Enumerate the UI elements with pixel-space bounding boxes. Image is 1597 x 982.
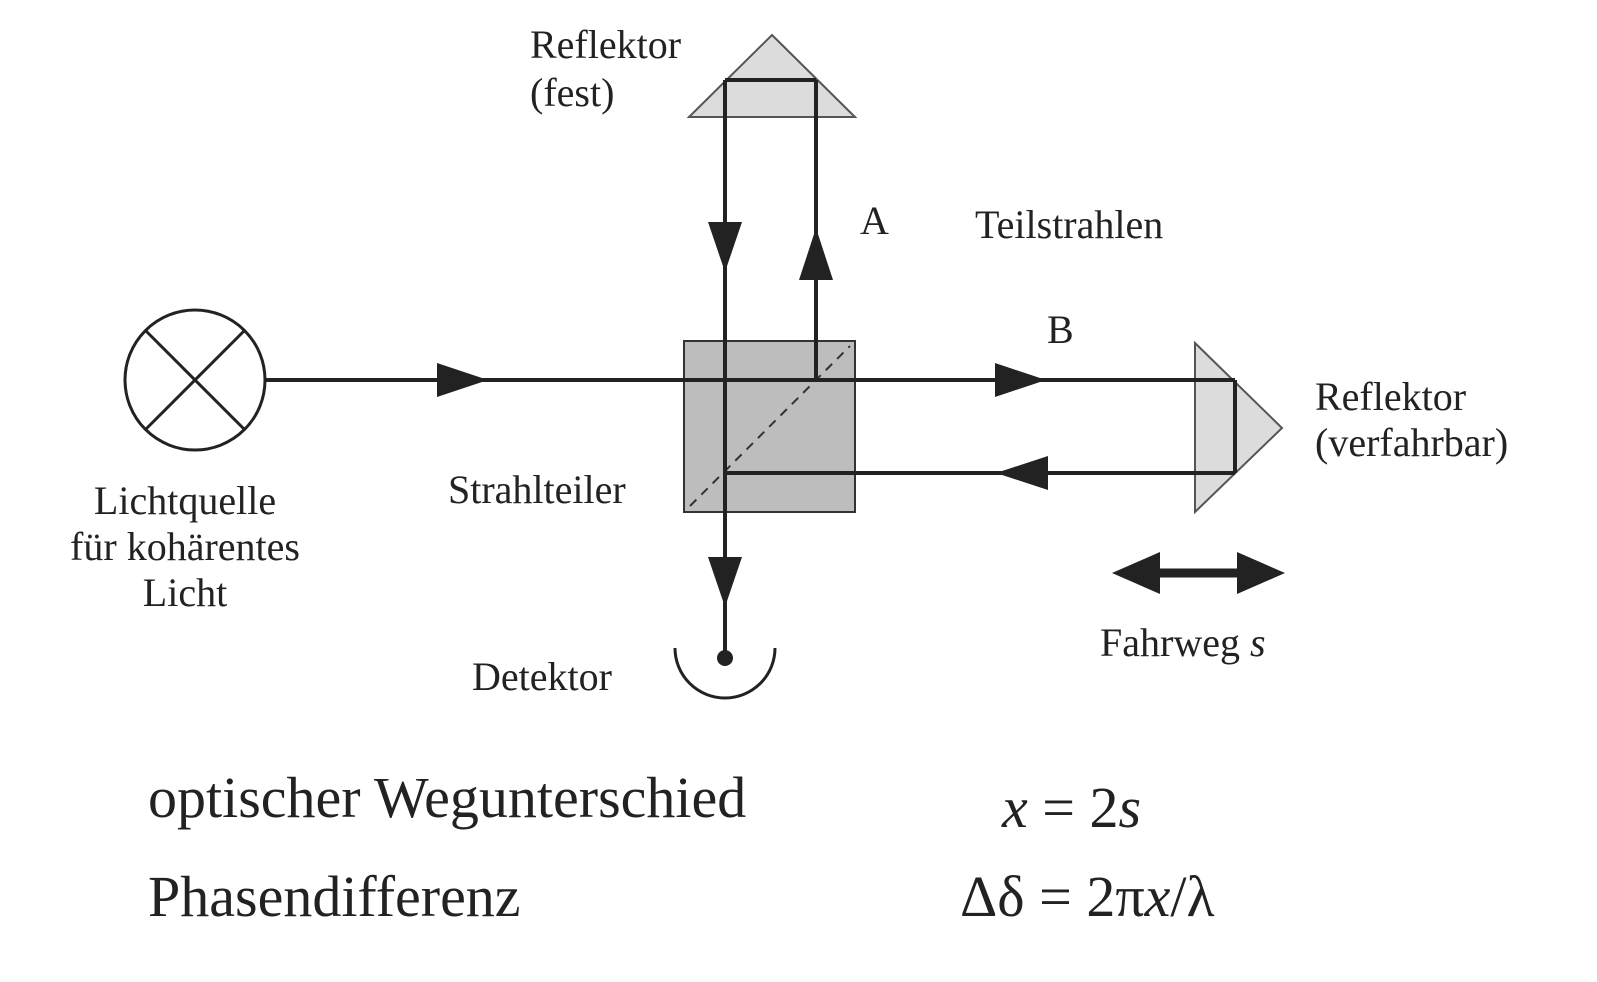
beam-splitter-label: Strahlteiler [448, 467, 626, 512]
beam-arrows [437, 222, 1048, 607]
detector-label: Detektor [472, 654, 612, 699]
beam-a-label: A [860, 198, 889, 243]
reflector-movable-label-line2: (verfahrbar) [1315, 420, 1508, 465]
arrow-beam-b-return [996, 456, 1048, 490]
light-source-label-line2: für kohärentes [70, 524, 300, 569]
path-difference-formula: x = 2s [1001, 775, 1141, 840]
travel-path-symbol: s [1250, 620, 1266, 665]
phase-difference-var: x [1144, 864, 1171, 929]
path-difference-lhs: x [1001, 775, 1028, 840]
beam-b-label: B [1047, 307, 1074, 352]
travel-path-arrow [1112, 552, 1285, 594]
reflector-movable-label-line1: Reflektor [1315, 374, 1466, 419]
light-source-label-line1: Lichtquelle [94, 478, 276, 523]
movable-reflector [1194, 340, 1284, 515]
arrow-beam-a-down [708, 222, 742, 272]
path-difference-var: s [1118, 775, 1141, 840]
path-difference-label: optischer Wegunterschied [148, 765, 746, 830]
arrow-beam-a-up [799, 228, 833, 280]
beam-splitter [683, 340, 856, 513]
phase-difference-formula: Δδ = 2πx/λ [960, 864, 1215, 929]
travel-path-label: Fahrweg s [1100, 620, 1266, 665]
phase-difference-label: Phasendifferenz [148, 864, 521, 929]
phase-difference-prefix: Δδ = 2π [960, 864, 1145, 929]
arrow-incoming [437, 363, 488, 397]
travel-path-word: Fahrweg [1100, 620, 1240, 665]
path-difference-rest: = 2 [1028, 775, 1119, 840]
phase-difference-suffix: /λ [1170, 864, 1214, 929]
light-source-label-line3: Licht [143, 570, 227, 615]
arrow-to-detector [708, 557, 742, 607]
arrow-beam-b-out [995, 363, 1046, 397]
reflector-fixed-label-line2: (fest) [530, 70, 614, 115]
reflector-fixed-label-line1: Reflektor [530, 22, 681, 67]
fixed-reflector [686, 33, 858, 118]
detector-icon [673, 647, 777, 700]
light-source-icon [123, 308, 267, 452]
partial-beams-label: Teilstrahlen [975, 202, 1163, 247]
